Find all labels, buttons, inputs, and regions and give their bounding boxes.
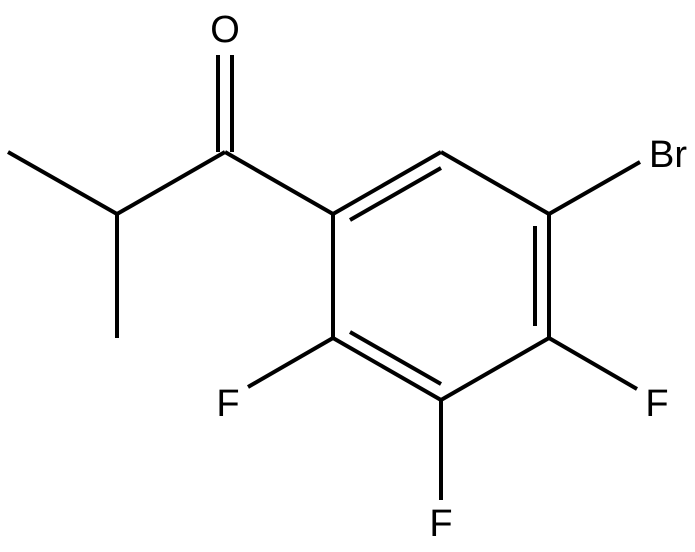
ring-bond-c1-c2-inner — [349, 166, 442, 222]
atom-label-bromine: Br — [649, 134, 687, 176]
ring-bond-c1-c2 — [332, 150, 442, 216]
bond-isopropyl-carbonyl — [116, 150, 226, 216]
bond-fluorine-right — [547, 336, 639, 391]
bond-bromine — [548, 160, 641, 216]
bond-methyl-upper — [7, 150, 118, 216]
ring-bond-c2-c3 — [440, 150, 550, 216]
atom-label-fluorine-left: F — [216, 383, 239, 425]
bond-carbonyl-ring — [224, 150, 334, 216]
atom-label-fluorine-bottom: F — [429, 503, 452, 545]
atom-label-oxygen: O — [210, 9, 240, 51]
ring-bond-c5-c6-inner — [349, 330, 442, 386]
ring-bond-c4-c5 — [440, 336, 550, 402]
bond-fluorine-left — [247, 336, 334, 389]
ring-bond-c5-c6 — [332, 336, 442, 402]
atom-label-fluorine-right: F — [645, 383, 668, 425]
